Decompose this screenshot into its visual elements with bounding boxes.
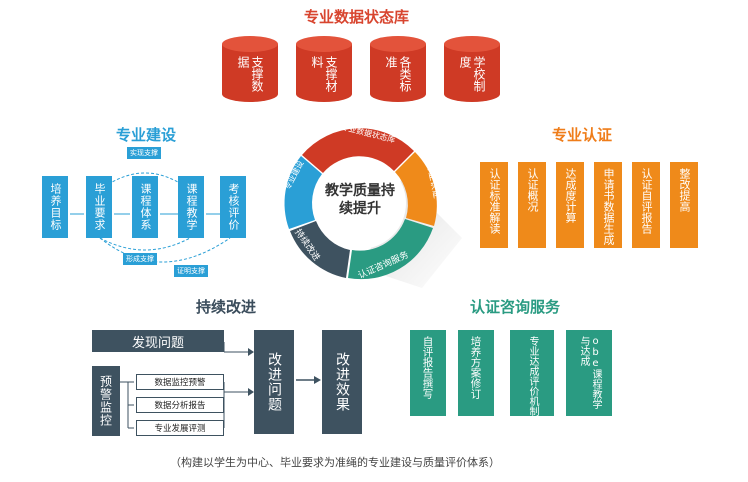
quality-ring [284, 128, 462, 288]
cylinder-label: 支撑材料 [310, 56, 338, 92]
cert-item-3: 申请书数据生成 [594, 162, 622, 248]
build-item-curriculum: 课程体系 [132, 176, 158, 238]
cylinder-label: 各类标准 [384, 56, 412, 92]
ring-segment-build [284, 156, 322, 229]
cert-item-1: 认证概况 [518, 162, 546, 248]
cylinder-label: 学校制度 [458, 56, 486, 92]
build-item-requirements: 毕业要求 [86, 176, 112, 238]
build-item-goals: 培养目标 [42, 176, 68, 238]
caption: （构建以学生为中心、毕业要求为准绳的专业建设与质量评价体系） [170, 456, 500, 469]
discover-problem-box: 发现问题 [92, 330, 224, 352]
improve-connectors [120, 342, 254, 429]
build-title: 专业建设 [116, 126, 177, 144]
consult-item-3: obe课程教学与达成 [566, 330, 612, 416]
build-item-assessment: 考核评价 [220, 176, 246, 238]
cert-item-0: 认证标准解读 [480, 162, 508, 248]
cert-item-2: 达成度计算 [556, 162, 584, 248]
cylinder-support-material: 支撑材料 [296, 36, 352, 108]
improve-effect-box: 改进效果 [322, 330, 362, 434]
database-title: 专业数据状态库 [304, 8, 410, 26]
consult-item-1: 培养方案修订 [458, 330, 494, 416]
consult-item-2: 专业达成评价机制 [510, 330, 554, 416]
ring-segment-database [302, 128, 414, 173]
consulting-title: 认证咨询服务 [470, 298, 561, 316]
improve-problem-box: 改进问题 [254, 330, 294, 434]
ring-segment-consulting [348, 219, 433, 280]
cert-item-5: 整改提高 [670, 162, 698, 248]
sub-data-monitor: 数据监控预警 [136, 374, 224, 390]
arrow-icon [296, 376, 321, 384]
badge-support: 实现支撑 [127, 147, 161, 159]
sub-dev-eval: 专业发展评测 [136, 420, 224, 436]
cylinder-school-rules: 学校制度 [444, 36, 500, 108]
cylinder-support-data: 支撑数据 [222, 36, 278, 108]
improve-title: 持续改进 [196, 298, 257, 316]
ring-segment-improve [290, 221, 350, 278]
ring-center-label: 教学质量持续提升 [325, 183, 395, 217]
badge-proof-support: 证明支撑 [174, 265, 208, 277]
cylinder-standards: 各类标准 [370, 36, 426, 108]
certification-title: 专业认证 [552, 126, 613, 144]
sub-data-report: 数据分析报告 [136, 397, 224, 413]
badge-form-support: 形成支撑 [123, 253, 157, 265]
ring-segment-certification [395, 152, 437, 226]
cert-item-4: 认证自评报告 [632, 162, 660, 248]
warning-monitor-box: 预警监控 [92, 366, 120, 436]
cylinder-label: 支撑数据 [236, 56, 264, 92]
consult-item-0: 自评报告撰写 [410, 330, 446, 416]
build-item-teaching: 课程教学 [178, 176, 204, 238]
